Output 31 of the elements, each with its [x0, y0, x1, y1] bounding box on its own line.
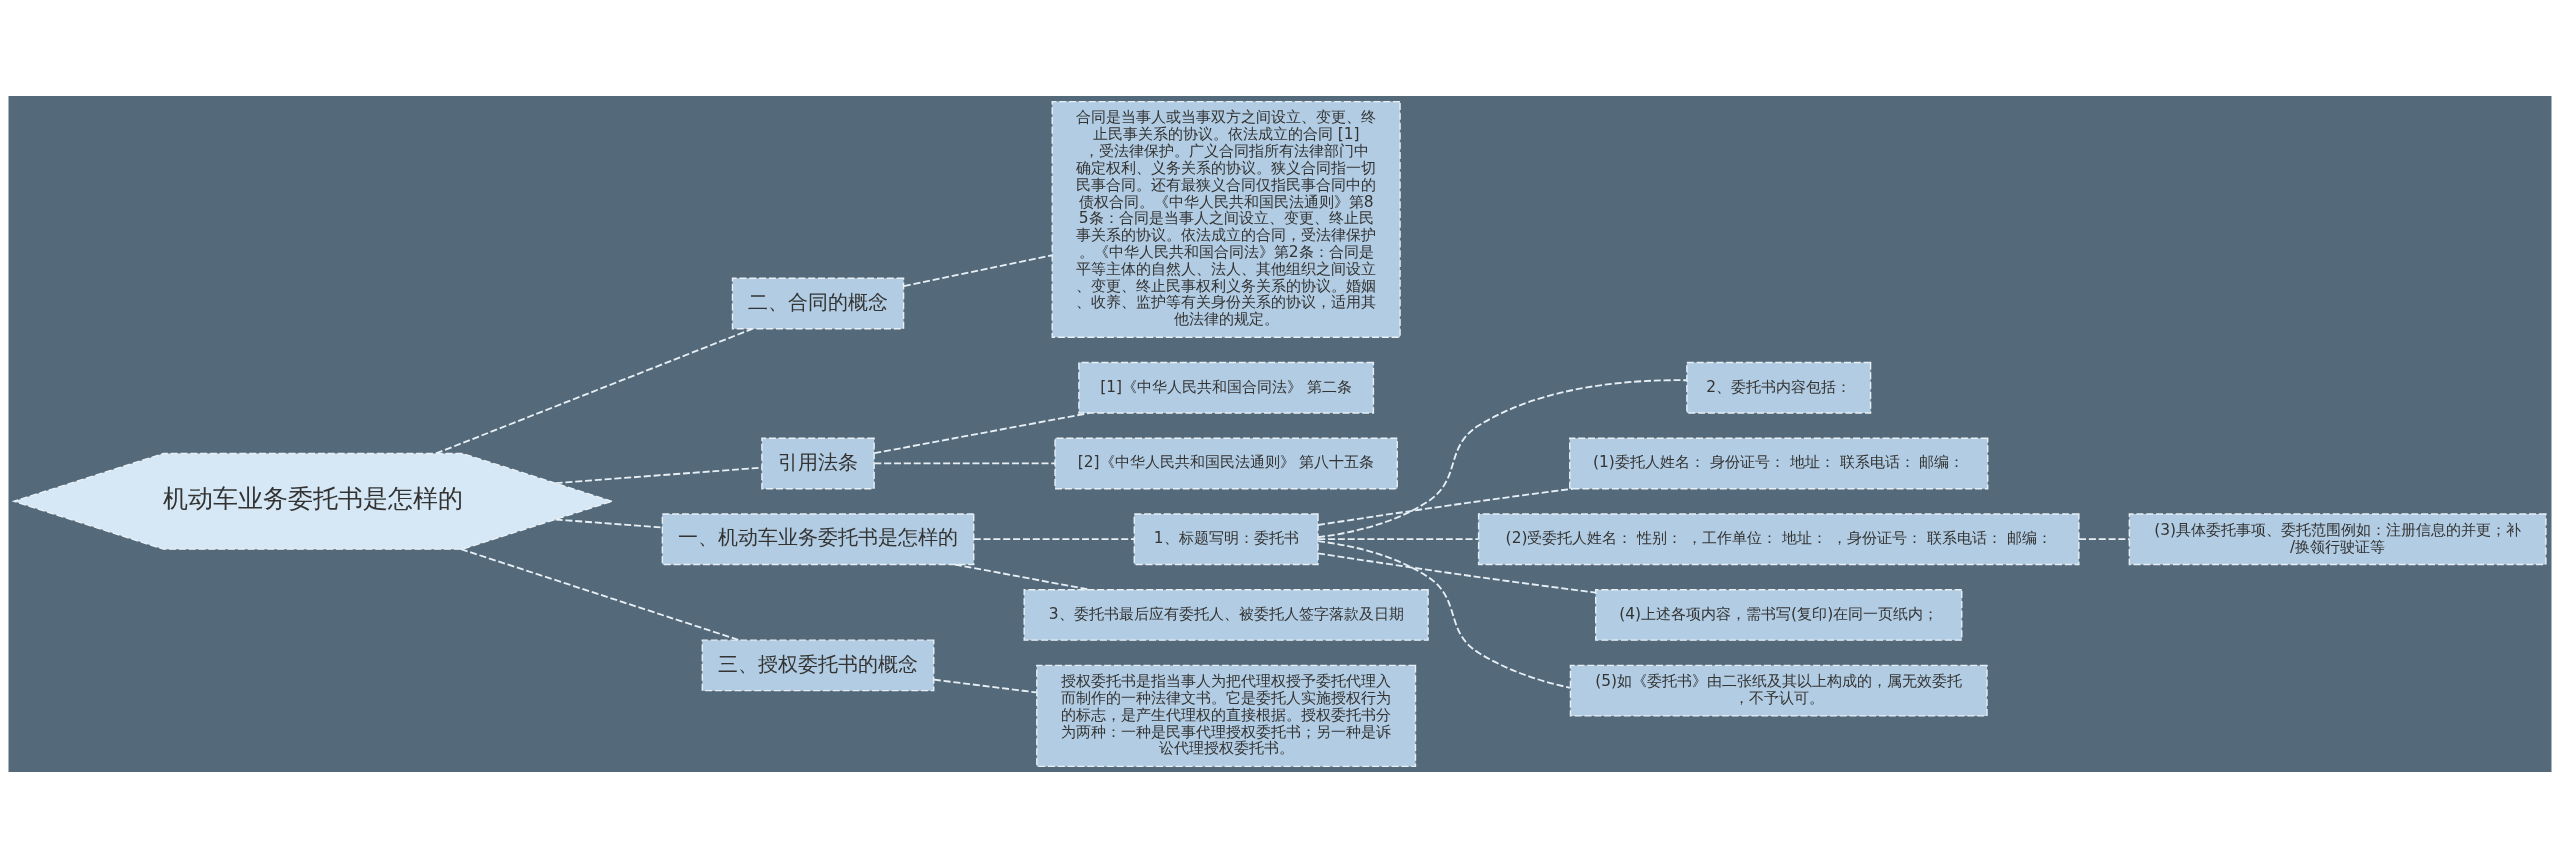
node-box: (2)受委托人姓名： 性别： ，工作单位： 地址： ，身份证号： 联系电话： 邮编： [1477, 512, 2080, 565]
connector [460, 547, 741, 641]
node-box: 合同是当事人或当事双方之间设立、变更、终止民事关系的协议。依法成立的合同 [1] ，受法律保护。广义合同指所有法律部门中确定权利、义务关系的协议。狭义合同指一切民事合同。还有最狭义合同仅指民事合同中的债权合同。《中华人民共和国民法通则》第85条：合同是当事人之间设立、变更、终止民事关系的协议。依法成立的合同，受法律保护。《中华人民共和国合同法》第2条：合同是平等主体的自然人、法人、其他组织之间设立、变更、终止民事权利义务关系的协议。婚姻、收养、监护等有关身份关系的协议，适用其他法律的规定。 [1051, 100, 1401, 338]
connector [1317, 539, 1572, 689]
node-box: (5)如《委托书》由二张纸及其以上构成的，属无效委托，不予认可。 [1569, 664, 1988, 717]
node-box: (4)上述各项内容，需书写(复印)在同一页纸内； [1595, 588, 1963, 641]
node-box: 三、授权委托书的概念 [701, 638, 935, 691]
node-box: (3)具体委托事项、委托范围例如：注册信息的并更；补/换领行驶证等 [2128, 512, 2547, 565]
node-box: 3、委托书最后应有委托人、被委托人签字落款及日期 [1023, 588, 1429, 641]
connector [933, 678, 1038, 693]
connector [903, 253, 1054, 287]
node-box: 1、标题写明：委托书 [1133, 512, 1319, 565]
node-box: (1)委托人姓名： 身份证号： 地址： 联系电话： 邮编： [1569, 437, 1989, 489]
node-box: [1]《中华人民共和国合同法》 第二条 [1078, 361, 1375, 414]
connector [435, 327, 754, 454]
node-box: 授权委托书是指当事人为把代理权授予委托代理入而制作的一种法律文书。它是委托人实施授权行为的标志，是产生代理权的直接根据。授权委托书分为两种：一种是民事代理授权委托书；另一种是诉讼代理授权委托书。 [1036, 664, 1417, 767]
connector [1317, 378, 1688, 538]
node-box: 一、机动车业务委托书是怎样的 [661, 512, 975, 565]
node-box: 2、委托书内容包括： [1686, 361, 1872, 414]
node-box: 二、合同的概念 [731, 277, 905, 329]
connector [972, 537, 1136, 540]
connector [554, 466, 763, 484]
node-box: 引用法条 [761, 437, 875, 489]
connector [1317, 537, 1480, 540]
connector [873, 462, 1056, 464]
connector [1317, 551, 1597, 593]
connector [873, 411, 1091, 454]
node-box: [2]《中华人民共和国民法通则》 第八十五条 [1054, 437, 1398, 489]
connector [1317, 487, 1574, 526]
connector [554, 518, 663, 528]
connector [2078, 537, 2131, 540]
